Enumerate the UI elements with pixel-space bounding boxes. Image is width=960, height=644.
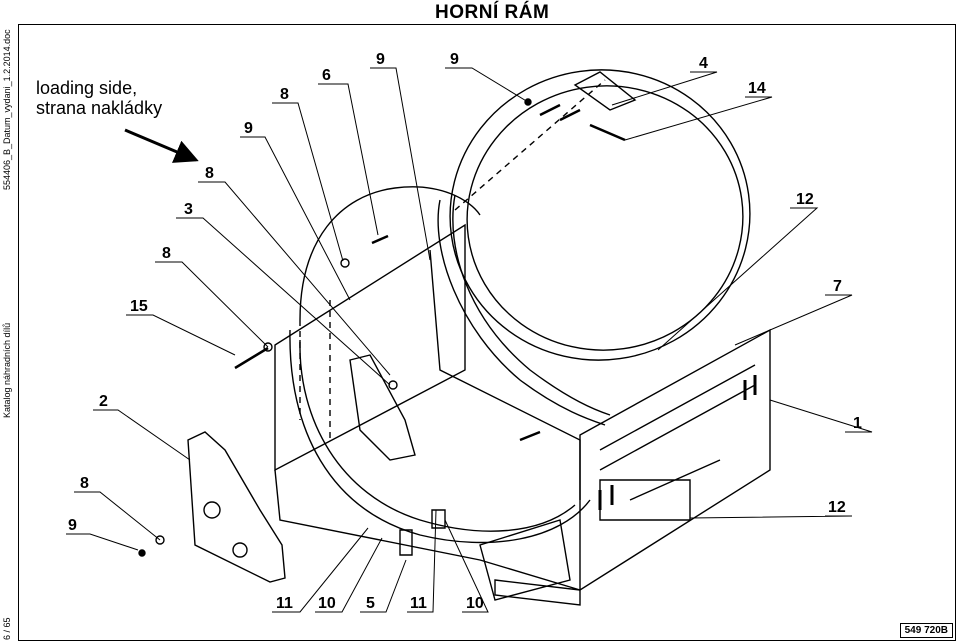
callout-5: 5 <box>366 595 375 612</box>
callout-14: 14 <box>748 80 766 97</box>
callout-9-a: 9 <box>376 51 385 68</box>
washer-4 <box>155 535 165 545</box>
callout-7: 7 <box>833 278 842 295</box>
frame-assembly <box>138 69 771 606</box>
callout-8-d: 8 <box>80 475 89 492</box>
strap-brackets <box>399 509 446 556</box>
inner-saddle <box>349 354 416 461</box>
callout-15: 15 <box>130 298 148 315</box>
callout-9-c: 9 <box>244 120 253 137</box>
callout-9-d: 9 <box>68 517 77 534</box>
callout-9-b: 9 <box>450 51 459 68</box>
washer <box>263 342 273 352</box>
callout-12-a: 12 <box>796 191 814 208</box>
callout-8-a: 8 <box>280 86 289 103</box>
callout-10-b: 10 <box>466 595 484 612</box>
front-ring-top <box>299 186 481 321</box>
front-saddle <box>187 431 286 583</box>
drawing-frame <box>18 24 956 641</box>
callout-8-b: 8 <box>205 165 214 182</box>
callout-10-a: 10 <box>318 595 336 612</box>
rear-ring-inner <box>466 85 744 351</box>
note-line-en: loading side, <box>36 78 138 98</box>
callout-11-b: 11 <box>410 595 427 612</box>
right-plate-ribs <box>599 364 756 471</box>
callout-8-c: 8 <box>162 245 171 262</box>
part-callouts: 6 9 9 8 9 4 14 8 3 12 8 7 15 2 1 8 12 9 … <box>68 51 862 612</box>
rear-ring <box>449 69 751 361</box>
page-title: HORNÍ RÁM <box>435 2 550 23</box>
saddle-hole-2 <box>232 542 248 558</box>
leader-lines <box>66 67 873 613</box>
loading-side-note: loading side, strana nakládky <box>36 78 162 118</box>
vertical-strap <box>437 199 606 426</box>
callout-2: 2 <box>99 393 108 410</box>
nut <box>138 549 146 557</box>
drawing-number: 549 720B <box>899 623 953 638</box>
hinge-pins <box>539 103 626 142</box>
left-side-frame <box>274 223 466 472</box>
slot-holes <box>598 375 757 510</box>
hinge-bracket <box>573 71 637 111</box>
corner-block <box>479 519 571 601</box>
bolts <box>234 234 541 442</box>
bottom-bracket <box>494 579 581 606</box>
note-line-cz: strana nakládky <box>36 98 163 118</box>
base-rail <box>274 469 581 591</box>
right-end-plate <box>579 328 771 592</box>
callout-3: 3 <box>184 201 193 218</box>
callout-4: 4 <box>699 55 708 72</box>
callout-11-a: 11 <box>276 595 293 612</box>
cross-member <box>599 459 721 521</box>
washer-3 <box>388 380 398 390</box>
washer-2 <box>340 258 350 268</box>
explode-lines <box>299 79 606 440</box>
callout-12-b: 12 <box>828 499 846 516</box>
saddle-hole <box>203 501 221 519</box>
loading-direction-arrow <box>124 128 199 163</box>
callout-1: 1 <box>853 415 862 432</box>
vertical-strap-2 <box>452 194 611 416</box>
front-ring-bottom <box>299 339 576 532</box>
callout-6: 6 <box>322 67 331 84</box>
